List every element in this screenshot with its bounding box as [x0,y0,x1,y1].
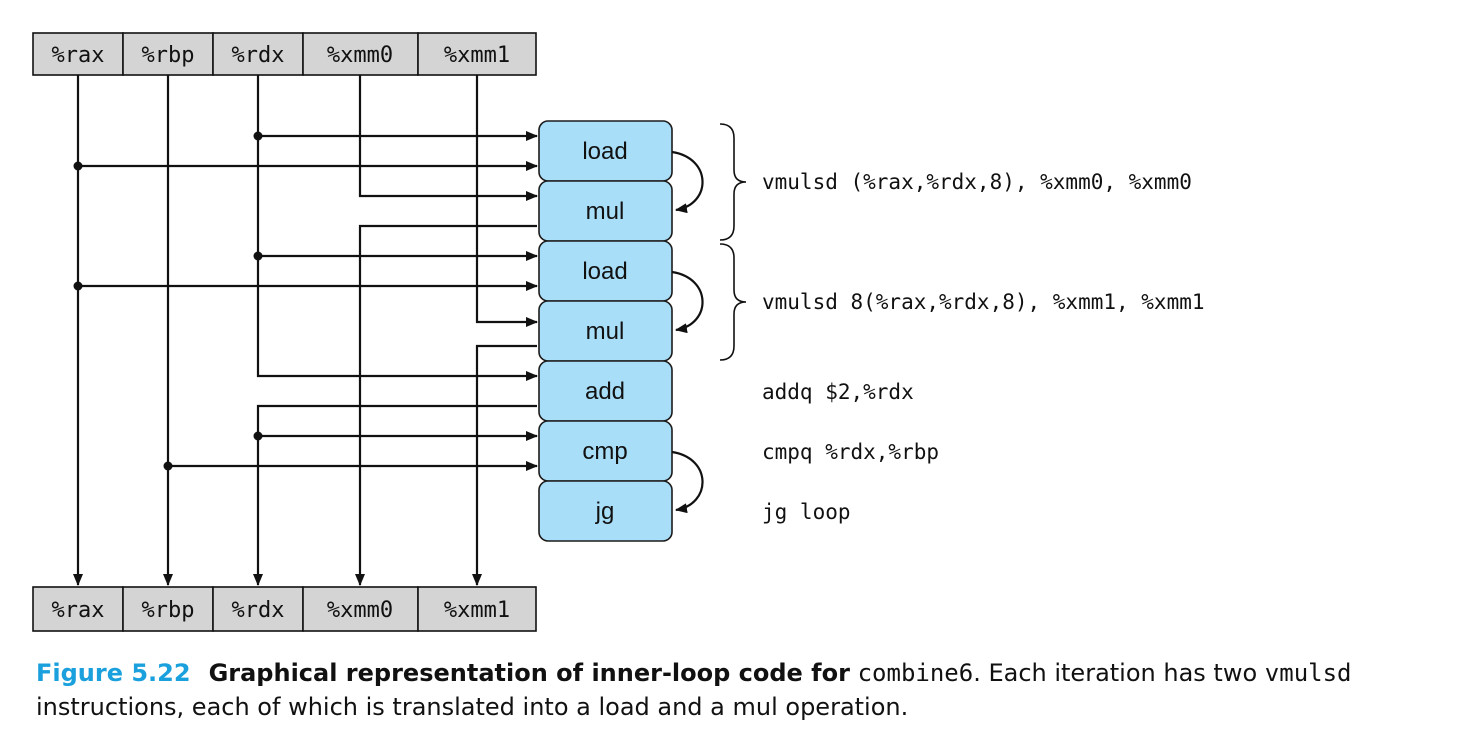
wire-rdx-to-add [256,75,538,381]
register-bottom-xmm0: %xmm0 [302,586,419,632]
dependency-curves [671,150,704,514]
instruction-list: vmulsd (%rax,%rdx,8), %xmm0, %xmm0 vmuls… [762,170,1205,524]
brace-vmulsd-1 [719,123,747,241]
register-top-xmm1: %xmm1 [417,32,537,76]
op-label: mul [586,318,625,345]
op-label: add [585,378,625,405]
junction-dot [253,251,263,261]
register-row-top: %rax %rbp %rdx %xmm0 %xmm1 [32,32,537,76]
register-top-rax: %rax [32,32,124,76]
register-label: %rax [52,598,105,623]
curve-load1-to-mul1 [671,150,704,214]
register-label: %rbp [142,43,195,68]
register-label: %xmm1 [444,598,510,623]
op-jg: jg [538,480,673,542]
register-bottom-rdx: %rdx [212,586,304,632]
op-load-1: load [538,120,673,182]
caption-code-instr: vmulsd [1264,659,1352,687]
junction-dot [253,131,263,141]
op-cmp: cmp [538,420,673,482]
junction-dot [73,161,83,171]
dataflow-wires [73,75,538,586]
op-label: jg [595,498,615,525]
op-label: mul [586,198,625,225]
register-bottom-xmm1: %xmm1 [417,586,537,632]
register-label: %rbp [142,598,195,623]
instruction-braces [719,123,747,361]
figure-number: Figure 5.22 [36,659,191,687]
op-label: load [582,258,627,285]
register-label: %xmm0 [327,43,393,68]
instruction-jg: jg loop [762,500,851,524]
register-top-rbp: %rbp [122,32,214,76]
register-label: %rax [52,43,105,68]
junction-dot [73,281,83,291]
op-label: cmp [582,438,627,465]
wire-add-to-rdx [253,404,537,586]
op-mul-2: mul [538,300,673,362]
wire-xmm1-to-mul2 [475,75,538,327]
instruction-vmulsd-1: vmulsd (%rax,%rdx,8), %xmm0, %xmm0 [762,170,1192,194]
instruction-vmulsd-2: vmulsd 8(%rax,%rdx,8), %xmm1, %xmm1 [762,290,1205,314]
register-label: %xmm0 [327,598,393,623]
wire-mul2-to-xmm1 [472,344,537,586]
curve-load2-to-mul2 [671,270,704,334]
dataflow-diagram: %rax %rbp %rdx %xmm0 %xmm1 %rax %rbp [32,32,1205,632]
register-top-rdx: %rdx [212,32,304,76]
register-bottom-rbp: %rbp [122,586,214,632]
register-row-bottom: %rax %rbp %rdx %xmm0 %xmm1 [32,586,537,632]
junction-dot [163,461,173,471]
brace-vmulsd-2 [719,243,747,361]
register-top-xmm0: %xmm0 [302,32,419,76]
instruction-cmpq: cmpq %rdx,%rbp [762,440,939,464]
curve-cmp-to-jg [671,450,704,514]
caption-text-2: instructions, each of which is translate… [36,693,909,721]
register-bottom-rax: %rax [32,586,124,632]
figure-title: Graphical representation of inner-loop c… [208,659,850,687]
op-add: add [538,360,673,422]
register-label: %rdx [232,43,285,68]
figure-caption: Figure 5.22 Graphical representation of i… [36,656,1476,724]
caption-text-1: . Each iteration has two [973,659,1258,687]
junction-dot [253,431,263,441]
caption-code-name: combine6 [857,659,974,687]
operation-column: load mul load mul add cmp jg [538,120,673,542]
instruction-addq: addq $2,%rdx [762,380,914,404]
op-load-2: load [538,240,673,302]
register-label: %rdx [232,598,285,623]
register-label: %xmm1 [444,43,510,68]
op-label: load [582,138,627,165]
op-mul-1: mul [538,180,673,242]
